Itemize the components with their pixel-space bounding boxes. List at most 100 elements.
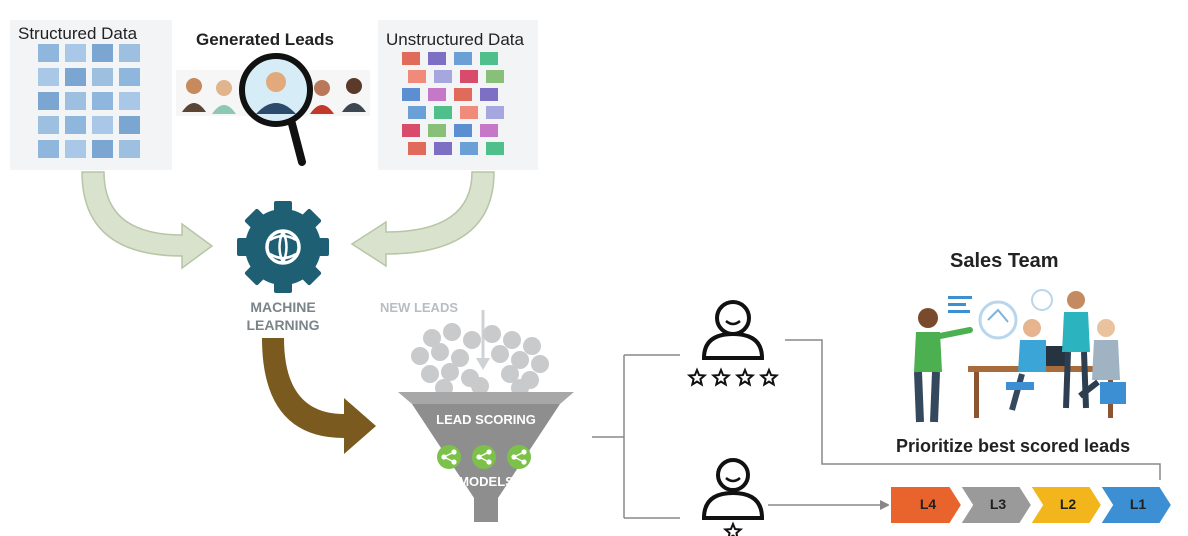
share-icon bbox=[472, 445, 496, 469]
structured-data-grid bbox=[38, 44, 140, 158]
grid-cell bbox=[65, 116, 86, 134]
lead-ball bbox=[451, 349, 469, 367]
lead-ball bbox=[531, 355, 549, 373]
grid-cell bbox=[38, 44, 59, 62]
data-tile bbox=[408, 106, 426, 119]
data-tile bbox=[454, 124, 472, 137]
star-icon bbox=[758, 367, 780, 387]
grid-cell bbox=[38, 92, 59, 110]
grid-cell bbox=[92, 68, 113, 86]
data-tile bbox=[480, 52, 498, 65]
level-chevron-l3 bbox=[958, 485, 1034, 525]
lead-ball bbox=[423, 329, 441, 347]
new-leads-balls bbox=[411, 310, 549, 397]
arrow-ml-to-funnel bbox=[262, 338, 376, 454]
level-chevron-l4 bbox=[889, 485, 964, 525]
generated-leads-title: Generated Leads bbox=[196, 30, 334, 49]
grid-cell bbox=[119, 116, 140, 134]
machine-label: MACHINE bbox=[250, 299, 316, 315]
models-label: MODELS bbox=[458, 474, 514, 489]
person-figure bbox=[212, 80, 236, 114]
machine-learning-label: MACHINE LEARNING bbox=[234, 298, 332, 334]
grid-cell bbox=[65, 68, 86, 86]
lead-ball bbox=[411, 347, 429, 365]
person-figure bbox=[182, 78, 206, 112]
data-tile bbox=[460, 70, 478, 83]
prioritize-caption: Prioritize best scored leads bbox=[896, 436, 1131, 456]
grid-cell bbox=[38, 68, 59, 86]
lead-priority-levels bbox=[889, 485, 1174, 525]
lead-ball bbox=[441, 363, 459, 381]
unstructured-data-tiles bbox=[402, 52, 504, 155]
grid-cell bbox=[65, 44, 86, 62]
arrow-unstructured-to-ml bbox=[350, 171, 495, 268]
grid-cell bbox=[119, 68, 140, 86]
data-tile bbox=[454, 88, 472, 101]
grid-cell bbox=[92, 92, 113, 110]
data-tile bbox=[402, 124, 420, 137]
data-tile bbox=[434, 70, 452, 83]
grid-cell bbox=[65, 92, 86, 110]
data-tile bbox=[434, 106, 452, 119]
arrow-structured-to-ml bbox=[81, 171, 214, 270]
lead-ball bbox=[491, 345, 509, 363]
grid-cell bbox=[92, 44, 113, 62]
magnifier-icon bbox=[239, 53, 313, 166]
data-tile bbox=[402, 52, 420, 65]
sales-team-title: Sales Team bbox=[950, 250, 1059, 272]
person-figure bbox=[310, 80, 334, 114]
level-label-l2: L2 bbox=[1059, 496, 1077, 512]
star-icon bbox=[710, 367, 732, 387]
data-tile bbox=[460, 142, 478, 155]
lead-ball bbox=[483, 325, 501, 343]
split-bracket bbox=[592, 354, 680, 519]
new-leads-label: NEW LEADS bbox=[380, 300, 458, 315]
share-icon bbox=[437, 445, 461, 469]
data-tile bbox=[434, 142, 452, 155]
grid-cell bbox=[92, 140, 113, 158]
grid-cell bbox=[119, 44, 140, 62]
data-tile bbox=[480, 88, 498, 101]
data-tile bbox=[486, 106, 504, 119]
data-tile bbox=[402, 88, 420, 101]
lead-ball bbox=[503, 331, 521, 349]
data-tile bbox=[408, 70, 426, 83]
structured-data-panel bbox=[10, 20, 172, 170]
data-tile bbox=[486, 70, 504, 83]
unstructured-data-title: Unstructured Data bbox=[386, 30, 524, 49]
lead-ball bbox=[471, 377, 489, 395]
gear-globe-icon bbox=[237, 201, 329, 293]
data-tile bbox=[408, 142, 426, 155]
lead-ball bbox=[421, 365, 439, 383]
star-rating-one bbox=[722, 521, 744, 536]
lead-ball bbox=[523, 337, 541, 355]
data-tile bbox=[486, 142, 504, 155]
data-tile bbox=[480, 124, 498, 137]
data-tile bbox=[454, 52, 472, 65]
data-tile bbox=[428, 88, 446, 101]
lead-ball bbox=[431, 343, 449, 361]
lead-ball bbox=[501, 365, 519, 383]
star-rating-four bbox=[686, 367, 780, 387]
grid-cell bbox=[119, 92, 140, 110]
star-icon bbox=[686, 367, 708, 387]
level-chevron-l1 bbox=[1098, 485, 1174, 525]
level-label-l1: L1 bbox=[1129, 496, 1147, 512]
grid-cell bbox=[38, 116, 59, 134]
star-icon bbox=[734, 367, 756, 387]
lead-scoring-funnel bbox=[398, 392, 574, 522]
data-tile bbox=[460, 106, 478, 119]
generated-leads-people bbox=[176, 53, 370, 166]
level-label-l4: L4 bbox=[919, 496, 937, 512]
level-chevron-l2 bbox=[1028, 485, 1104, 525]
grid-cell bbox=[119, 140, 140, 158]
grid-cell bbox=[92, 116, 113, 134]
team-illustration bbox=[914, 289, 1126, 423]
learning-label: LEARNING bbox=[246, 317, 320, 333]
unstructured-data-panel bbox=[378, 20, 538, 170]
person-icon bbox=[701, 300, 765, 360]
level-label-l3: L3 bbox=[989, 496, 1007, 512]
lead-ball bbox=[443, 323, 461, 341]
data-tile bbox=[428, 52, 446, 65]
